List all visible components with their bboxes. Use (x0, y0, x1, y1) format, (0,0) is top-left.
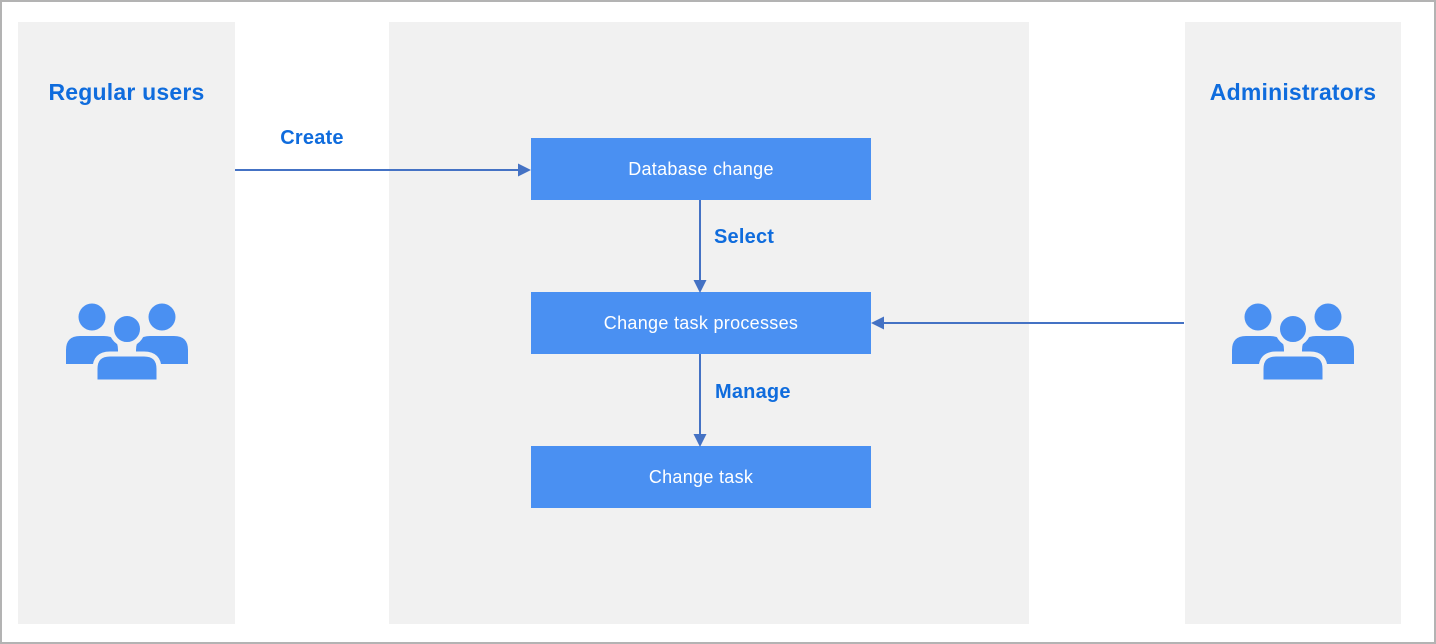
users-group-icon (1232, 303, 1354, 382)
panel-title-administrators: Administrators (1209, 79, 1377, 105)
panel-title-regular-users: Regular users (48, 79, 205, 105)
panel-regular-users: Regular users (18, 22, 235, 624)
panel-administrators: Administrators (1185, 22, 1401, 624)
edge-label-select: Select (714, 226, 775, 248)
node-database-change: Database change (531, 138, 871, 200)
edge-label-manage: Manage (715, 381, 791, 403)
node-change-task: Change task (531, 446, 871, 508)
node-change-task-processes: Change task processes (531, 292, 871, 354)
edge-label-create: Create (280, 127, 344, 149)
users-group-icon (65, 303, 188, 382)
